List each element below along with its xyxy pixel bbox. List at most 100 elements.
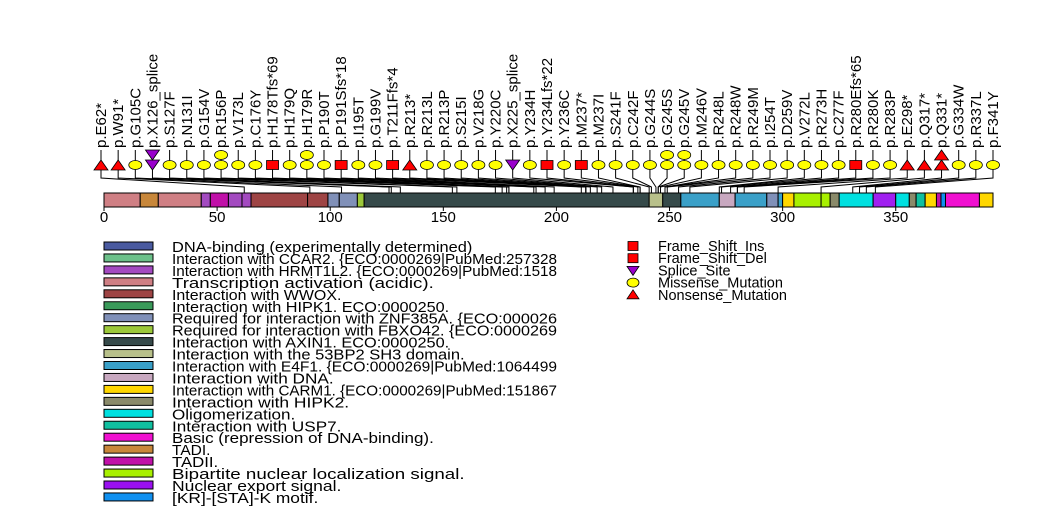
missense-marker bbox=[728, 160, 743, 170]
legend-label: Interaction with USP7. bbox=[172, 419, 341, 435]
mutation-label: p.G245V bbox=[676, 89, 693, 148]
missense-marker bbox=[128, 160, 143, 170]
domain-segment bbox=[680, 192, 720, 208]
frameshift-marker bbox=[266, 160, 279, 170]
legend-swatch bbox=[103, 337, 154, 347]
legend-label: Frame_Shift_Del bbox=[658, 251, 767, 267]
mutation-legend-item: Frame_Shift_Ins bbox=[627, 239, 764, 255]
domain-legend-item: Nuclear export signal. bbox=[103, 479, 341, 495]
missense-marker bbox=[694, 160, 709, 170]
nonsense-marker bbox=[916, 159, 933, 171]
mutation-connector bbox=[736, 165, 874, 193]
mutation-label: p.Y234H bbox=[522, 90, 539, 148]
mutation-lollipop: p.E62* bbox=[93, 103, 245, 193]
mutation-label: p.R280Efs*65 bbox=[848, 55, 865, 148]
missense-marker bbox=[488, 160, 503, 170]
mutation-lollipop: p.C242F bbox=[625, 90, 652, 193]
missense-marker bbox=[986, 160, 1000, 170]
mutation-connector bbox=[357, 165, 546, 193]
x-tick-label: 0 bbox=[100, 209, 108, 226]
domain-segment bbox=[227, 192, 243, 208]
missense-marker bbox=[299, 150, 314, 160]
domain-segment bbox=[924, 192, 937, 208]
legend-swatch bbox=[103, 444, 154, 454]
mutation-connector bbox=[664, 165, 737, 193]
mutation-label: p.S241F bbox=[608, 91, 625, 148]
mutation-label: p.P190T bbox=[316, 91, 333, 148]
missense-marker bbox=[557, 160, 572, 170]
legend-label: Nonsense_Mutation bbox=[658, 288, 787, 304]
missense-marker bbox=[831, 160, 846, 170]
mutation-connector bbox=[689, 165, 788, 193]
frameshift-marker bbox=[574, 160, 588, 170]
mutation-lollipop: p.M237I bbox=[590, 94, 641, 193]
legend-label: Basic (repression of DNA-binding). bbox=[172, 431, 434, 447]
mutation-connector bbox=[512, 165, 614, 193]
domain-segment bbox=[872, 192, 897, 208]
legend-square-icon bbox=[627, 253, 639, 264]
mutation-connector bbox=[134, 165, 343, 193]
mutation-legend-item: Frame_Shift_Del bbox=[627, 251, 767, 267]
mutation-lollipop: p.I254T bbox=[678, 97, 779, 193]
mutation-lollipop: p.R156P bbox=[213, 90, 458, 193]
domain-segment bbox=[139, 192, 159, 208]
legend-label: Oligomerization. bbox=[172, 407, 295, 423]
domain-legend-item: TADI. bbox=[103, 443, 211, 459]
mutation-lollipop: p.V272L bbox=[718, 92, 813, 193]
mutation-label: p.R156P bbox=[213, 90, 230, 148]
domain-legend-item: Required for interaction with ZNF385A. {… bbox=[103, 312, 557, 328]
mutation-lollipop: p.Y220C bbox=[488, 89, 603, 193]
missense-marker bbox=[660, 160, 674, 170]
protein-bar-outline bbox=[103, 192, 994, 208]
mutation-lollipop: p.Q317* bbox=[820, 93, 933, 193]
domain-segment bbox=[895, 192, 910, 208]
mutation-lollipop: p.Y234Lfs*22 bbox=[539, 58, 634, 193]
legend-label: Interaction with CARM1. {ECO:0000269|Pub… bbox=[172, 383, 557, 399]
domain-segment bbox=[734, 192, 768, 208]
domain-segment bbox=[356, 192, 365, 208]
mutation-label: p.M237* bbox=[573, 92, 590, 148]
missense-marker bbox=[883, 160, 897, 170]
mutation-label: p.F341Y bbox=[985, 91, 1002, 148]
mutation-lollipop: p.M246V bbox=[659, 88, 710, 193]
mutation-label: p.R337L bbox=[968, 91, 985, 148]
mutation-connector bbox=[678, 165, 771, 193]
x-tick-label: 150 bbox=[431, 209, 456, 226]
nonsense-marker bbox=[93, 159, 109, 171]
mutation-label: p.M237I bbox=[590, 94, 607, 148]
domain-segment bbox=[648, 192, 664, 208]
splice-site-marker bbox=[504, 159, 521, 171]
mutation-lollipop: p.I195T bbox=[350, 97, 546, 193]
mutation-label: p.T211Ffs*4 bbox=[385, 67, 402, 148]
mutation-connector bbox=[117, 165, 311, 193]
mutation-connector bbox=[546, 165, 634, 193]
legend-label: TADII. bbox=[172, 455, 218, 471]
legend-label: Interaction with WWOX. bbox=[172, 288, 341, 304]
mutation-lollipop: p.N131I bbox=[179, 95, 401, 193]
legend-swatch bbox=[103, 253, 154, 263]
mutation-lollipop: p.G245V bbox=[657, 89, 693, 193]
domain-legend-item: TADII. bbox=[103, 455, 218, 471]
missense-marker bbox=[968, 160, 983, 170]
mutation-lollipop: p.G245S bbox=[657, 89, 676, 193]
mutation-label: p.R213* bbox=[402, 94, 419, 148]
mutation-connector bbox=[374, 165, 555, 193]
mutation-connector bbox=[657, 165, 685, 193]
legend-swatch bbox=[103, 349, 154, 359]
mutation-lollipop: p.G105C bbox=[127, 88, 343, 193]
mutation-connector bbox=[615, 165, 650, 193]
missense-marker bbox=[437, 160, 451, 170]
mutation-lollipop: p.M237* bbox=[573, 92, 641, 193]
mutation-lollipop: p.X225_splice bbox=[504, 54, 614, 193]
mutation-lollipop: p.D259V bbox=[689, 90, 796, 193]
legend-label: Required for interaction with ZNF385A. {… bbox=[172, 312, 557, 328]
domain-segment bbox=[250, 192, 309, 208]
mutation-lollipop: p.Y234H bbox=[522, 90, 634, 193]
mutation-connector bbox=[392, 165, 582, 193]
mutation-lollipop: p.G244S bbox=[642, 89, 659, 193]
mutation-connector bbox=[777, 165, 908, 193]
mutation-label: p.Y234Lfs*22 bbox=[539, 58, 556, 148]
domain-legend-item: Oligomerization. bbox=[103, 407, 295, 423]
legend-swatch bbox=[103, 372, 154, 382]
legend-triangle-up-icon bbox=[626, 289, 640, 300]
